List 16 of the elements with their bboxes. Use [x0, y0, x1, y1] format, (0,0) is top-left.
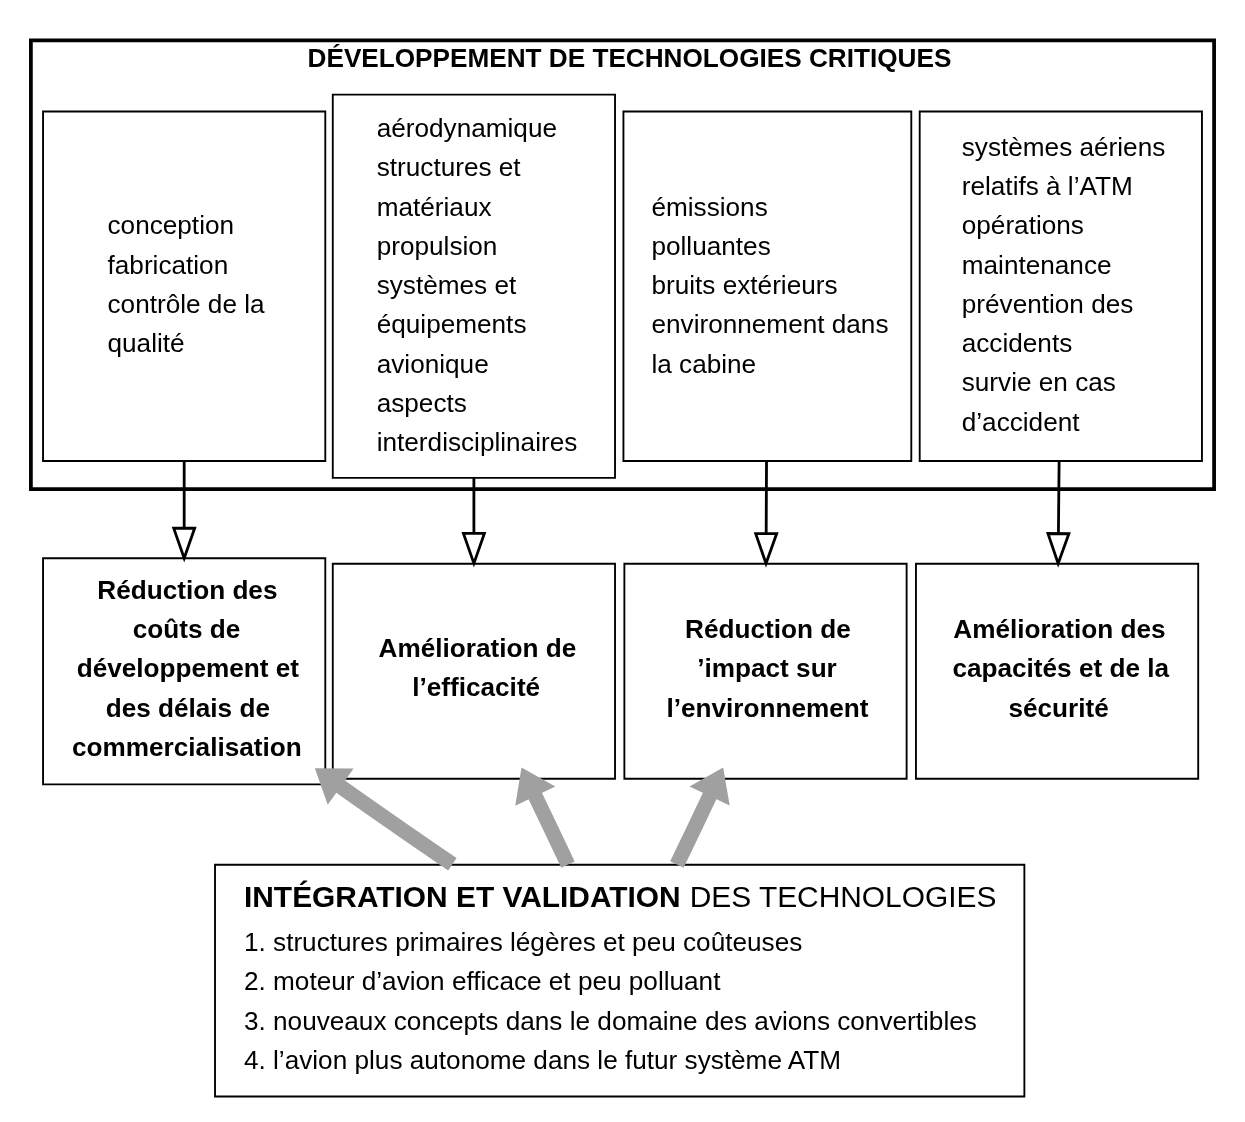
node-box: INTÉGRATION ET VALIDATION DES TECHNOLOGIES 1. structures primaires légères et peu coûteuses 2. moteur d’avion efficace et peu polluant 3. nouveaux concepts dans le domaine des avions convertibles 4. l’avion plus autonome dans le futur système ATM: [214, 863, 1026, 1098]
node-box: Amélioration de l’efficacité: [331, 562, 616, 780]
arrow: [515, 767, 575, 868]
node-box: aérodynamique structures et matériaux propulsion systèmes et équipements avionique aspects interdisciplinaires: [331, 93, 616, 479]
arrow: [753, 461, 779, 568]
arrow: [670, 767, 730, 868]
node-box: émissions polluantes bruits extérieurs environnement dans la cabine: [622, 110, 913, 462]
arrow: [171, 461, 197, 563]
node-box: systèmes aériens relatifs à l’ATM opérations maintenance prévention des accidents survie en cas d’accident: [918, 110, 1203, 462]
node-box: Réduction des coûts de développement et des délais de commercialisation: [42, 557, 327, 786]
arrow: [314, 768, 457, 871]
node-box: conception fabrication contrôle de la qualité: [42, 110, 327, 462]
arrow: [461, 478, 487, 568]
node-box: Amélioration des capacités et de la sécurité: [915, 562, 1200, 780]
arrow: [1046, 461, 1071, 568]
node-box: Réduction de ’impact sur l’environnement: [623, 562, 908, 780]
